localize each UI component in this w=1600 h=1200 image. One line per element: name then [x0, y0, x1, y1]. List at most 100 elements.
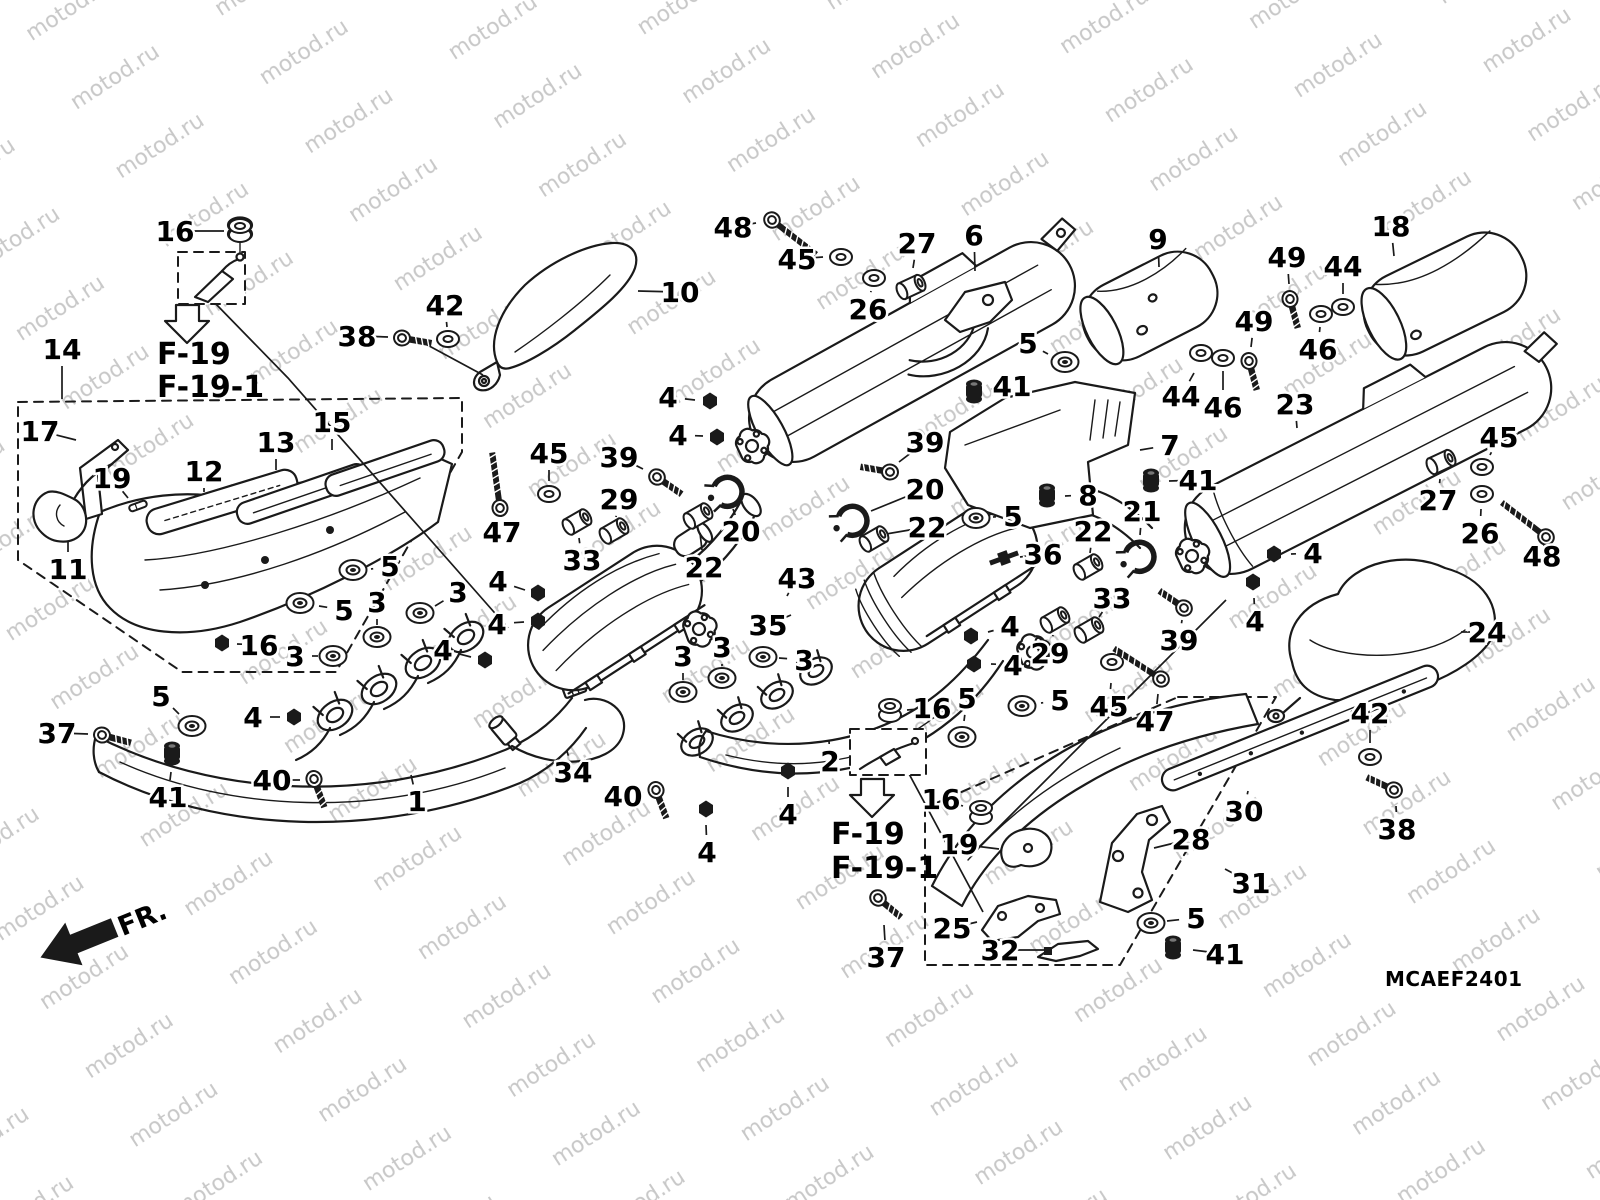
part-number: 37	[867, 941, 906, 974]
leader-line	[578, 537, 581, 544]
part-number: 39	[600, 441, 639, 474]
ref-label-f19-1: F-19-1	[831, 851, 938, 886]
callout-16: 16	[878, 690, 954, 728]
hardware-washer-icon	[1211, 349, 1235, 367]
part-number: 3	[794, 644, 813, 677]
leader-line	[1250, 337, 1253, 348]
part-number: 4	[778, 798, 797, 831]
callout-16: 16	[919, 781, 993, 825]
callout-25: 25	[930, 910, 978, 948]
part-number: 6	[964, 219, 983, 252]
hardware-grommet-icon	[947, 726, 977, 748]
part-number: 39	[1160, 624, 1199, 657]
callout-21: 21	[1115, 493, 1164, 579]
callout-4: 4	[1267, 535, 1325, 573]
callout-48: 48	[711, 209, 818, 257]
part-number: 45	[1090, 690, 1129, 723]
callout-9: 9	[1146, 221, 1170, 268]
leader-line	[56, 434, 77, 441]
part-rear-header-flanges	[676, 649, 833, 757]
part-shield-7	[943, 380, 1137, 530]
part-shield-strip-15	[324, 439, 446, 497]
muffler-upper-mount-plate	[943, 280, 1014, 334]
leader-line	[459, 653, 472, 658]
exhaust-artwork: F-19 F-19-1 F-19 F-19-1 FR. MCAEF2401	[17, 216, 1558, 991]
callout-40: 40	[601, 778, 670, 820]
hardware-grommet-icon	[961, 507, 991, 529]
leader-line	[956, 803, 964, 807]
leader-line	[732, 508, 736, 516]
hardware-nut-icon	[531, 612, 545, 630]
part-number: 45	[778, 243, 817, 276]
part-number: 42	[1351, 697, 1390, 730]
hardware-washer-icon	[1100, 653, 1124, 671]
leader-line	[813, 256, 824, 259]
heat-shield-group-box	[17, 397, 463, 673]
hardware-boltlong-icon	[1112, 645, 1170, 688]
hardware-nut-icon	[710, 428, 724, 446]
hardware-bolt-icon	[647, 781, 670, 820]
callout-39: 39	[859, 424, 947, 481]
callout-4: 4	[967, 647, 1025, 685]
part-number: 38	[338, 320, 377, 353]
hardware-washer-icon	[1331, 298, 1355, 316]
leader-line	[633, 463, 644, 470]
callout-29: 29	[1028, 606, 1072, 673]
leader-line	[1489, 451, 1493, 456]
part-number: 42	[426, 289, 465, 322]
bracket-19-location-line	[977, 599, 1227, 849]
hardware-grommet-icon	[748, 646, 778, 668]
callout-34: 34	[551, 750, 595, 792]
leader-line	[1042, 350, 1049, 355]
leader-line	[987, 629, 994, 633]
hardware-bolt-icon	[93, 726, 132, 747]
part-catalytic-chamber-front	[526, 521, 714, 695]
leader-line	[169, 771, 172, 781]
part-number: 4	[488, 565, 507, 598]
callout-19: 19	[937, 826, 1000, 864]
hardware-bushing-icon	[682, 502, 714, 530]
part-cover-24	[1266, 558, 1497, 724]
callout-38: 38	[1365, 774, 1419, 849]
callout-5: 5	[1136, 900, 1208, 938]
front-cat-to-muffler-pipe	[688, 492, 762, 582]
callout-32: 32	[978, 932, 1045, 970]
callout-5: 5	[338, 548, 402, 586]
callout-41: 41	[1143, 462, 1220, 500]
leader-line	[513, 621, 525, 624]
part-number: 14	[43, 333, 82, 366]
rear-cat-outlet-flange	[1016, 633, 1052, 671]
leader-line	[1089, 547, 1092, 554]
leader-line	[963, 714, 966, 722]
hardware-washer-icon	[436, 330, 460, 348]
part-number: 33	[1093, 582, 1132, 615]
hardware-washer-icon	[1358, 748, 1382, 766]
hardware-grommet-icon	[668, 681, 698, 703]
ref-block-bottom: F-19 F-19-1	[831, 728, 938, 886]
callout-7: 7	[1139, 427, 1182, 465]
part-number: 20	[722, 515, 761, 548]
part-number: 3	[673, 640, 692, 673]
part-number: 41	[149, 781, 188, 814]
part-number: 28	[1172, 823, 1211, 856]
part-number: 26	[1461, 517, 1500, 550]
part-number: 3	[712, 631, 731, 664]
part-number: 20	[906, 473, 945, 506]
callout-4: 4	[695, 800, 719, 872]
leader-line	[121, 490, 129, 499]
part-number: 13	[257, 426, 296, 459]
leader-line	[172, 707, 180, 715]
callout-6: 6	[962, 217, 986, 272]
muffler-upper-inlet-flange	[734, 427, 771, 465]
hardware-bushing-icon	[1425, 448, 1457, 476]
callout-28: 28	[1153, 821, 1213, 859]
hardware-grommet-icon	[318, 645, 348, 667]
callout-40: 40	[250, 762, 328, 809]
hardware-washer-icon	[862, 269, 886, 287]
callout-42: 42	[423, 287, 467, 348]
callout-45: 45	[527, 435, 571, 503]
part-number: 40	[604, 780, 643, 813]
callout-33: 33	[560, 508, 604, 580]
leader-line	[898, 451, 913, 463]
